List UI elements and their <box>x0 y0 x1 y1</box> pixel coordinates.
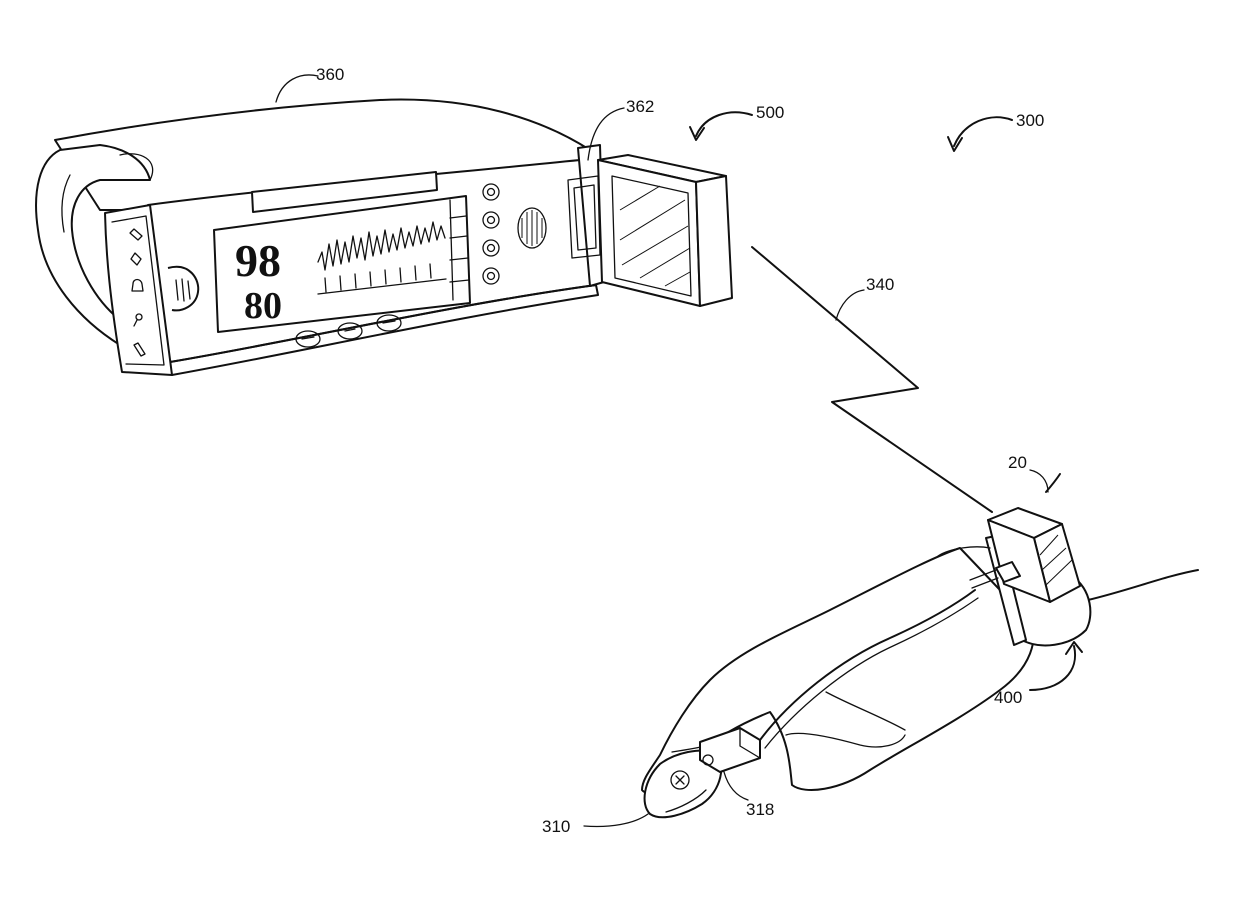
leader-310 <box>584 814 648 827</box>
arrow-500 <box>690 112 752 140</box>
ref-numeral-318: 318 <box>746 800 774 819</box>
patient-monitor: 98 80 <box>36 100 604 375</box>
upper-readout-value: 98 <box>235 235 281 286</box>
leader-318 <box>724 772 748 800</box>
ref-numeral-362: 362 <box>626 97 654 116</box>
lower-readout-value: 80 <box>244 285 282 327</box>
ref-numeral-400: 400 <box>994 688 1022 707</box>
ref-numeral-340: 340 <box>866 275 894 294</box>
finger-sensor <box>645 728 760 817</box>
speaker-grille-icon <box>518 208 546 248</box>
ref-numeral-300: 300 <box>1016 111 1044 130</box>
ref-numeral-360: 360 <box>316 65 344 84</box>
ref-numeral-20: 20 <box>1008 453 1027 472</box>
ref-numeral-500: 500 <box>756 103 784 122</box>
module-side <box>696 176 732 306</box>
leader-360 <box>276 75 318 102</box>
leader-340 <box>836 290 864 320</box>
wireless-module <box>598 155 732 306</box>
arrow-300 <box>948 117 1012 151</box>
arrow-400 <box>1030 642 1082 690</box>
leader-20 <box>1030 470 1048 492</box>
ref-numeral-310: 310 <box>542 817 570 836</box>
